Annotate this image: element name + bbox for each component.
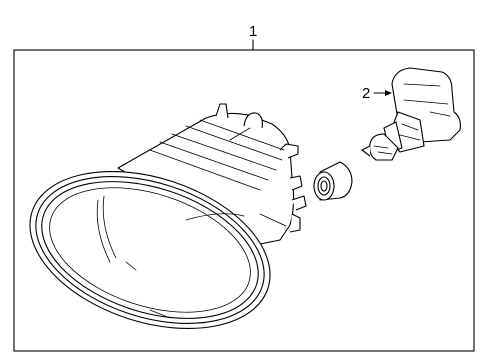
fog-lamp-lens-bezel bbox=[29, 170, 271, 330]
fog-lamp-housing bbox=[117, 103, 307, 247]
callout-2-arrowhead bbox=[385, 90, 392, 96]
callout-2-label: 2 bbox=[362, 85, 370, 102]
callout-1-label: 1 bbox=[249, 23, 257, 40]
lens-face bbox=[49, 187, 251, 313]
fog-lamp-bulb bbox=[361, 67, 461, 161]
bulb-socket-seal bbox=[313, 161, 353, 201]
assembly-bracket-frame bbox=[13, 49, 475, 352]
bezel-outer-ring bbox=[29, 170, 271, 330]
